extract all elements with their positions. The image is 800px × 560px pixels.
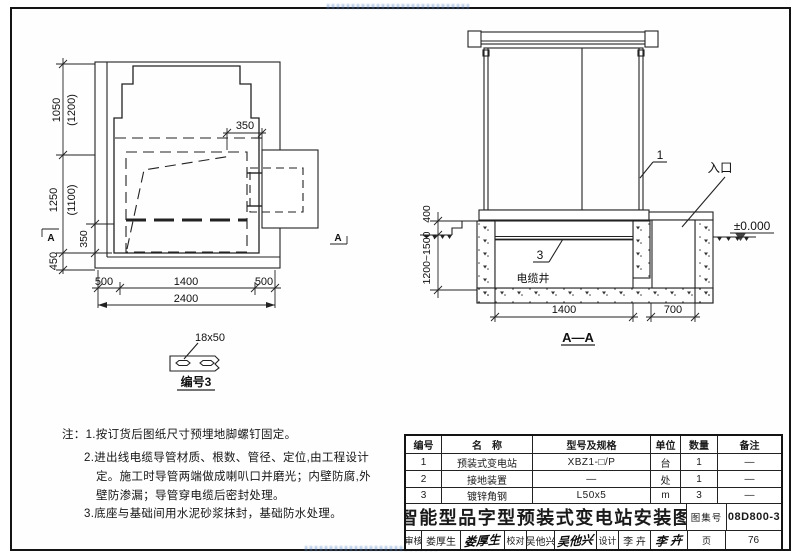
title-row: 智能型品字型预装式变电站安装图 图集号 08D800-3 xyxy=(406,504,781,531)
atlas-number: 08D800-3 xyxy=(727,504,781,531)
dim-1200: (1200) xyxy=(66,94,78,126)
checker-signature: 吴他兴 xyxy=(555,531,597,549)
note-line-4: 壁防渗漏；导管穿电缆后密封处理。 xyxy=(96,490,285,502)
dim-350-left: 350 xyxy=(78,230,90,248)
bom-cell-unit: 处 xyxy=(651,471,681,488)
note-line-5: 3.底座与基础间用水泥砂浆抹封，基础防水处理。 xyxy=(84,508,342,520)
bom-cell-no: 3 xyxy=(406,488,442,504)
section-labels: 400 1200~1500 ±0.000 电缆井 3 1 入口 1400 700… xyxy=(421,148,771,345)
bom-header-no: 编号 xyxy=(406,436,442,454)
dim-1400-plan: 1400 xyxy=(174,276,198,288)
plan-view xyxy=(94,61,319,269)
bom-header-name: 名 称 xyxy=(442,436,533,454)
atlas-number-label: 图集号 xyxy=(687,504,727,531)
dim-500-left: 500 xyxy=(95,276,113,288)
dim-350-top: 350 xyxy=(236,120,254,132)
dim-450: 450 xyxy=(48,252,60,270)
bom-header-unit: 单位 xyxy=(651,436,681,454)
note-line-3: 定。施工时导管两端做成喇叭口并磨光；内壁防腐,外 xyxy=(96,471,371,483)
bom-cell-name: 预装式变电站 xyxy=(442,454,533,471)
plan-dimensions xyxy=(41,58,348,308)
designer-label: 设计 xyxy=(597,531,619,549)
dim-500-right: 500 xyxy=(255,276,273,288)
dim-1400-section: 1400 xyxy=(552,304,576,316)
dim-1050: 1050 xyxy=(51,98,63,122)
bom-cell-qty: 1 xyxy=(681,454,718,471)
bom-cell-spec: — xyxy=(533,471,651,488)
bom-cell-name: 接地装置 xyxy=(442,471,533,488)
bom-header-spec: 型号及规格 xyxy=(533,436,651,454)
bom-cell-no: 2 xyxy=(406,471,442,488)
table-row: 1 预装式变电站 XBZ1-□/P 台 1 — xyxy=(406,454,781,471)
detail-title: 编号3 xyxy=(180,374,212,389)
checker-name: 吴他兴 xyxy=(527,531,555,549)
bom-header-row: 编号 名 称 型号及规格 单位 数量 备注 xyxy=(406,436,781,454)
plan-dimension-labels: 1050 (1200) 1250 (1100) 450 350 350 500 … xyxy=(47,94,341,305)
bom-cell-remark: — xyxy=(718,454,781,471)
reviewer-name: 娄厚生 xyxy=(422,531,461,549)
page-number: 76 xyxy=(747,534,760,546)
checker-label: 校对 xyxy=(505,531,527,549)
callout-1: 1 xyxy=(657,148,664,162)
detail-dim-label: 18x50 xyxy=(195,332,225,344)
dim-1100: (1100) xyxy=(66,185,78,216)
detail-view xyxy=(169,342,220,391)
dim-700: 700 xyxy=(664,304,682,316)
table-row: 3 镀锌角钢 L50x5 m 3 — xyxy=(406,488,781,504)
reviewer-label: 审核 xyxy=(406,531,422,549)
bom-cell-spec: XBZ1-□/P xyxy=(533,454,651,471)
bom-cell-qty: 3 xyxy=(681,488,718,504)
table-row: 2 接地装置 — 处 1 — xyxy=(406,471,781,488)
bom-cell-unit: m xyxy=(651,488,681,504)
watermark-bottom xyxy=(305,546,440,551)
section-marker-a-right: A xyxy=(334,233,341,244)
designer-name: 李 卉 xyxy=(619,531,651,549)
designer-signature: 李 卉 xyxy=(651,531,688,549)
signature-text: 李 卉 xyxy=(655,532,683,549)
dim-depth: 1200~1500 xyxy=(421,231,433,284)
page-label: 页 xyxy=(688,531,726,549)
bom-cell-remark: — xyxy=(718,471,781,488)
bom-header-qty: 数量 xyxy=(681,436,718,454)
signature-text: 吴他兴 xyxy=(557,532,594,549)
dim-400: 400 xyxy=(421,205,433,223)
bom-cell-qty: 1 xyxy=(681,471,718,488)
signature-text: 娄厚生 xyxy=(464,532,501,549)
signature-row: 审核 娄厚生 娄厚生 校对 吴他兴 吴他兴 设计 李 卉 李 卉 页 76 xyxy=(406,531,781,549)
bom-cell-unit: 台 xyxy=(651,454,681,471)
bom-cell-no: 1 xyxy=(406,454,442,471)
note-line-1: 注：1.按订货后图纸尺寸预埋地脚螺钉固定。 xyxy=(62,429,297,441)
section-title: A—A xyxy=(562,330,594,345)
section-dimensions xyxy=(430,212,700,322)
bom-cell-remark: — xyxy=(718,488,781,504)
level-mark-label: ±0.000 xyxy=(734,219,771,233)
bom-cell-spec: L50x5 xyxy=(533,488,651,504)
cable-pit-label: 电缆井 xyxy=(517,271,550,285)
entrance-label: 入口 xyxy=(707,161,732,175)
section-view xyxy=(420,30,774,346)
page-title: 智能型品字型预装式变电站安装图 xyxy=(406,504,687,531)
dim-1250: 1250 xyxy=(48,188,60,212)
bom-header-remark: 备注 xyxy=(718,436,781,454)
reviewer-signature: 娄厚生 xyxy=(461,531,505,549)
dim-2400: 2400 xyxy=(174,293,198,305)
section-marker-a-left: A xyxy=(47,233,54,244)
watermark-top xyxy=(327,4,469,9)
title-block: 编号 名 称 型号及规格 单位 数量 备注 1 预装式变电站 XBZ1-□/P … xyxy=(404,434,783,551)
note-line-2: 2.进出线电缆导管材质、根数、管径、定位,由工程设计 xyxy=(84,452,370,464)
bom-cell-name: 镀锌角钢 xyxy=(442,488,533,504)
callout-3: 3 xyxy=(537,248,544,262)
